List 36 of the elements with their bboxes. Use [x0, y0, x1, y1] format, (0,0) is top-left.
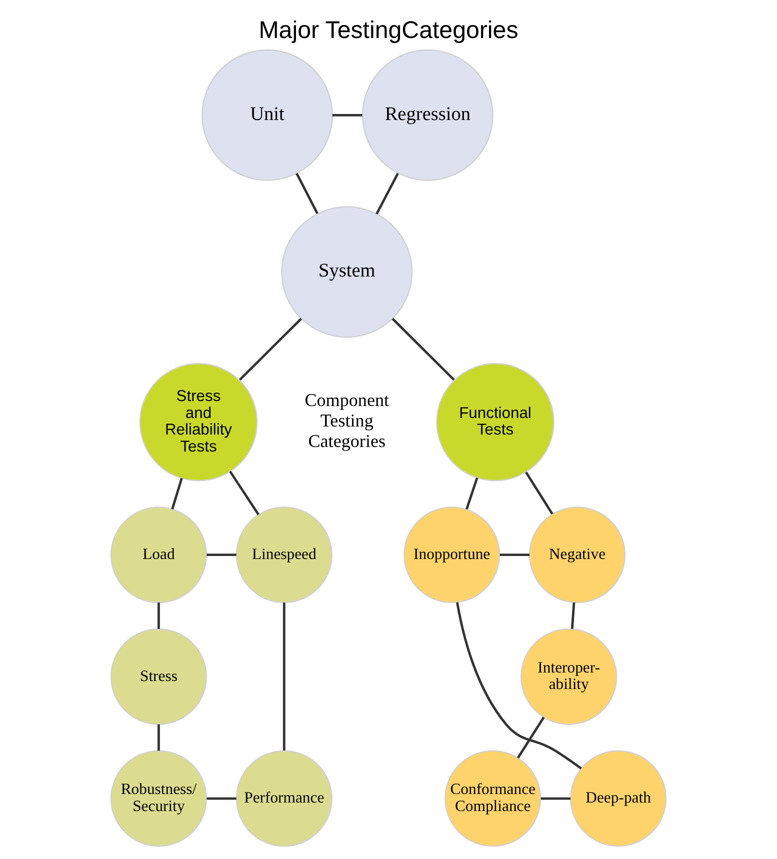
connector — [456, 602, 582, 769]
connector — [206, 553, 236, 556]
node-circle: Stress — [110, 628, 207, 724]
node-circle: Stress and Reliability Tests — [139, 362, 258, 481]
connector — [525, 471, 554, 514]
node-circle: Unit — [202, 48, 333, 180]
node-circle: Inopportune — [404, 506, 500, 603]
connector — [282, 602, 286, 750]
node-circle: Interoper- ability — [520, 628, 618, 724]
node-circle: Performance — [236, 750, 332, 846]
node-circle: Conformance Compliance — [444, 750, 542, 846]
connector — [229, 470, 260, 515]
connector — [206, 796, 236, 800]
diagram-title: Major TestingCategories — [258, 16, 518, 44]
node-circle: Regression — [362, 48, 494, 180]
connector — [238, 317, 302, 380]
connector — [332, 113, 362, 116]
connector — [500, 553, 530, 556]
node-circle: Deep-path — [570, 750, 667, 846]
connector — [296, 172, 318, 214]
node-circle: System — [281, 206, 413, 338]
connector — [171, 477, 183, 509]
node-circle: Linespeed — [236, 506, 332, 603]
connector — [516, 716, 545, 758]
connector — [376, 172, 399, 214]
connector — [465, 476, 478, 510]
node-circle: Negative — [529, 506, 626, 603]
connector — [540, 796, 570, 800]
node-circle: Functional Tests — [436, 362, 554, 481]
connector — [570, 602, 576, 628]
connector — [158, 724, 160, 750]
connector — [158, 602, 160, 628]
node-circle: Load — [110, 506, 207, 603]
connector — [392, 317, 455, 380]
label: Component Testing Categories — [304, 389, 390, 450]
node-circle: Robustness/ Security — [110, 750, 207, 846]
